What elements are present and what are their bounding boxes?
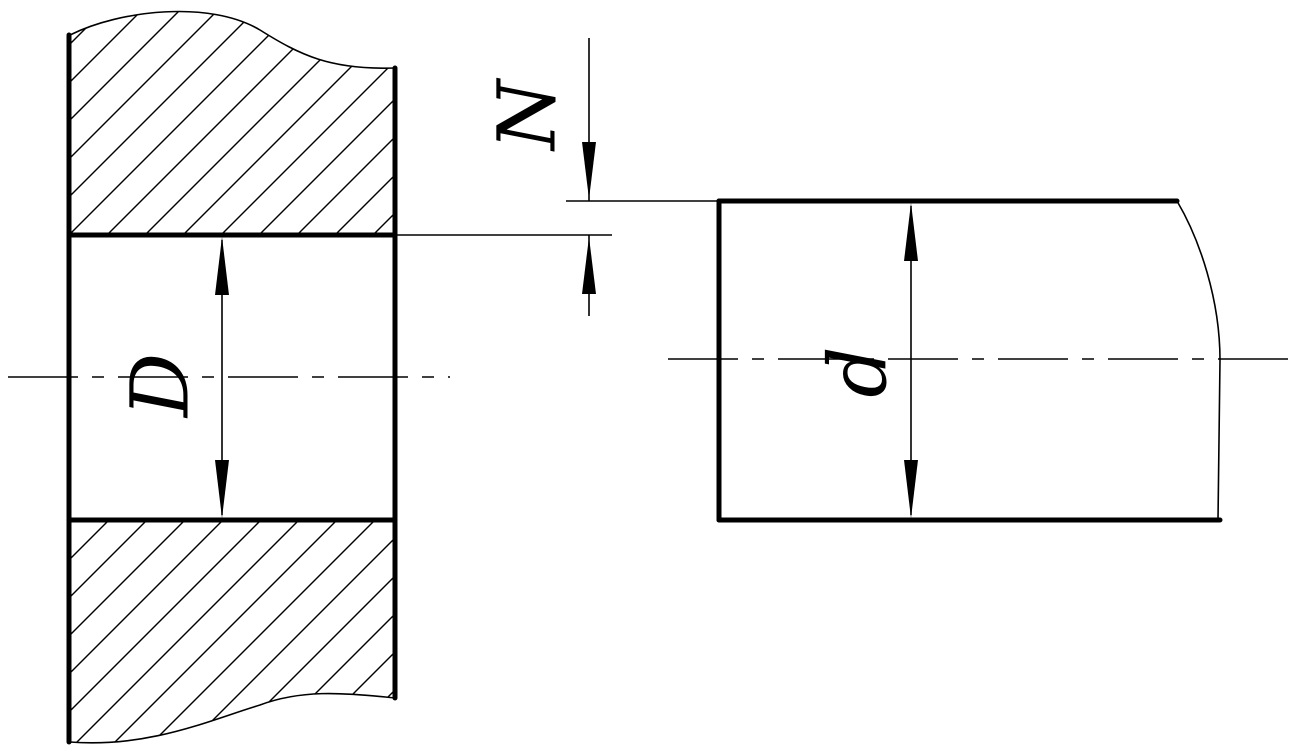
shaft-part: d [668, 198, 1300, 523]
hatch-line [866, 515, 1102, 751]
hatch-line [748, 0, 988, 240]
hatch-line [486, 515, 722, 751]
label-D: D [114, 353, 207, 419]
hatch-line [752, 515, 988, 751]
hatch-line [70, 11, 267, 235]
hatch-line [634, 0, 874, 240]
break-line-bottom [69, 692, 396, 744]
interference-dimension: N [395, 38, 720, 316]
hatch-line [70, 11, 153, 235]
hatch-line [70, 11, 305, 235]
hatch-line [371, 520, 395, 743]
hatch-line [980, 515, 1216, 751]
hatch-line [70, 520, 191, 743]
arrow-d-top [904, 203, 918, 261]
hatch-line [862, 0, 1102, 240]
hatch-line [900, 0, 1140, 240]
hatch-line [638, 515, 874, 751]
hatch-line [786, 0, 1026, 240]
hatch-line [70, 11, 115, 235]
hatch-bottom [0, 515, 1292, 751]
hatch-top [0, 0, 1292, 240]
hatch-line [101, 11, 343, 235]
hatch-line [976, 0, 1216, 240]
arrow-d-bottom [904, 460, 918, 518]
break-line-top [69, 10, 396, 69]
arrow-D-top [215, 237, 229, 295]
hatch-line [257, 520, 395, 743]
hatch-line [70, 520, 77, 743]
hatch-line [70, 11, 191, 235]
hatch-line [562, 515, 798, 751]
hatch-line [143, 520, 381, 743]
hatch-line [70, 520, 229, 743]
hatch-line [70, 520, 153, 743]
hatch-line [1018, 515, 1254, 751]
hatch-line [253, 11, 395, 235]
hatch-line [70, 520, 305, 743]
arrow-D-bottom [215, 460, 229, 518]
hatch-line [448, 515, 684, 751]
hatch-line [410, 515, 646, 751]
hatch-line [710, 0, 950, 240]
hatch-line [70, 520, 267, 743]
hatch-line [1014, 0, 1254, 240]
hatch-line [558, 0, 798, 240]
hatch-line [215, 11, 395, 235]
arrow-N-top [582, 142, 596, 199]
hatch-line [824, 0, 1064, 240]
hatch-line [70, 11, 77, 235]
hatch-line [329, 11, 395, 235]
hatch-line [942, 515, 1178, 751]
arrow-N-bottom [582, 237, 596, 294]
hatch-line [291, 11, 395, 235]
shaft-break-line [1176, 200, 1221, 521]
hatch-line [1056, 515, 1292, 751]
hatch-line [596, 0, 836, 240]
hatch-line [70, 11, 229, 235]
hatch-line [790, 515, 1026, 751]
hatch-line [177, 11, 395, 235]
hatch-line [672, 0, 912, 240]
hatch-line [139, 11, 381, 235]
hatch-line [828, 515, 1064, 751]
hatch-line [219, 520, 395, 743]
hatch-line [676, 515, 912, 751]
hatch-line [524, 515, 760, 751]
hatch-line [181, 520, 395, 743]
hatch-line [70, 520, 115, 743]
hatch-line [333, 520, 395, 743]
label-N: N [481, 77, 574, 152]
label-d: d [812, 346, 905, 397]
hatch-line [295, 520, 395, 743]
hatch-line [938, 0, 1178, 240]
hatch-line [0, 0, 38, 240]
hatch-line [904, 515, 1140, 751]
hatch-line [1052, 0, 1292, 240]
hatch-line [0, 515, 38, 751]
hatch-line [105, 520, 343, 743]
hatch-line [600, 515, 836, 751]
hatch-line [714, 515, 950, 751]
